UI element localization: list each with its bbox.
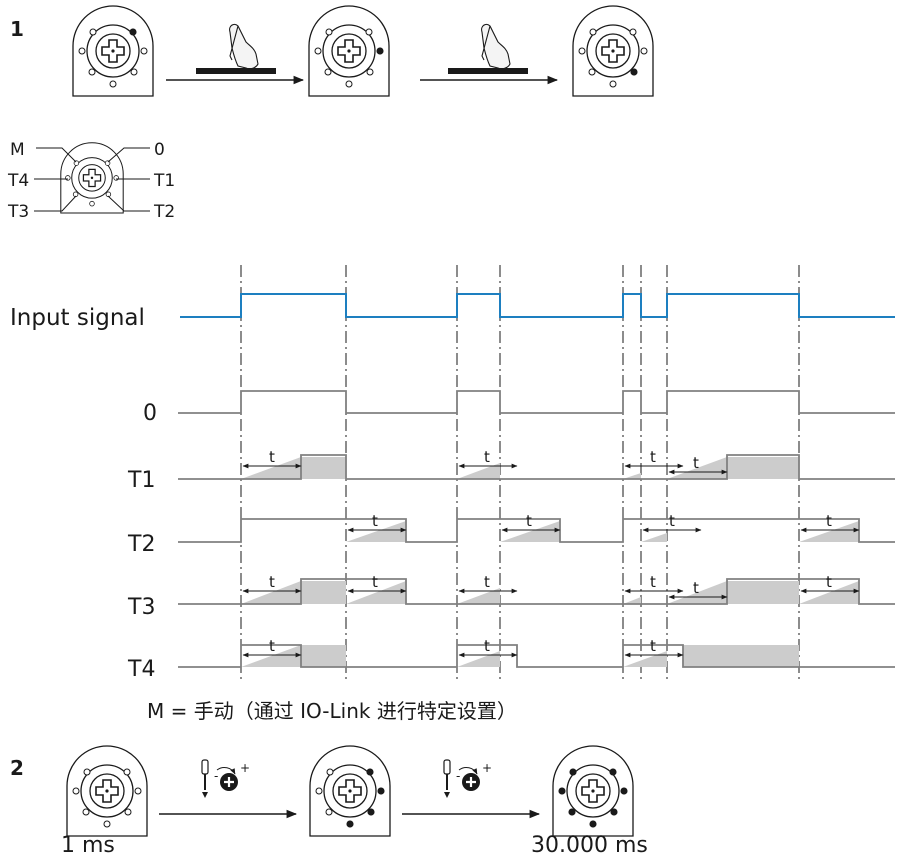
t1-delay-arrows [242,463,728,475]
step2-number: 2 [10,756,24,780]
legend-label-0: 0 [154,140,165,160]
dial-icon-max [552,745,634,837]
t2-delay-label: t [669,512,675,530]
t1-delay-label: t [269,448,275,466]
dial-icon-min [66,745,148,837]
t1-delay-label: t [693,454,699,472]
t1-delay-label: t [650,448,656,466]
svg-text:-: - [456,769,460,783]
output-t4-trace [178,644,895,668]
screwdriver-icon-2: - + [443,759,492,799]
output-t2-trace [178,518,895,543]
t1-delay-label: t [484,448,490,466]
screwdriver-icon-1: - + [201,759,250,799]
hand-press-icon-2 [448,23,528,74]
step1-number: 1 [10,17,24,41]
svg-text:+: + [240,761,250,775]
row-label-t3: T3 [127,595,155,620]
t4-delay-fills [241,645,799,667]
dial-icon-position-0 [72,5,154,97]
step1: 1 [10,5,654,97]
t1-delay-fills [241,457,799,479]
svg-text:-: - [214,769,218,783]
t2-delay-label: t [526,512,532,530]
t3-delay-label: t [693,579,699,597]
dial-icon-position-t1 [308,5,390,97]
legend-label-t1: T1 [153,171,175,191]
step2: 2 - + - + [10,745,648,858]
legend-label-t2: T2 [153,202,175,222]
svg-text:+: + [482,761,492,775]
t3-delay-labels: t t t t t t [269,573,832,597]
dial-legend: M 0 T4 T1 T3 T2 [7,140,175,222]
t3-delay-label: t [484,573,490,591]
t3-delay-fills [241,581,859,604]
t1-delay-labels: t t t t [269,448,699,472]
t3-delay-label: t [826,573,832,591]
max-delay-label: 30.000 ms [531,833,648,858]
t2-delay-label: t [826,512,832,530]
row-label-t4: T4 [127,657,155,682]
t3-delay-arrows [242,588,860,600]
legend-label-m: M [10,140,25,160]
dial-icon-mid [309,745,391,837]
row-label-0: 0 [143,401,157,426]
hand-press-icon-1 [196,23,276,74]
input-signal-trace [180,293,895,318]
row-label-t2: T2 [127,532,155,557]
legend-label-t3: T3 [7,202,29,222]
dial-icon-position-t2 [572,5,654,97]
t2-delay-label: t [372,512,378,530]
t4-delay-label: t [484,637,490,655]
manual-footnote: M = 手动（通过 IO-Link 进行特定设置） [147,699,517,723]
row-label-t1: T1 [127,468,155,493]
min-delay-label: 1 ms [61,833,115,858]
t4-delay-label: t [650,637,656,655]
row-label-input-signal: Input signal [10,305,145,331]
t4-delay-label: t [269,637,275,655]
t2-delay-fills [346,521,859,542]
legend-label-t4: T4 [7,171,29,191]
timing-chart: Input signal 0 T1 t t t t T2 [10,265,895,682]
t3-delay-label: t [269,573,275,591]
t3-delay-label: t [650,573,656,591]
output-0-trace [178,390,895,414]
t4-delay-labels: t t t [269,637,656,655]
t2-delay-labels: t t t t [372,512,832,530]
t3-delay-label: t [372,573,378,591]
